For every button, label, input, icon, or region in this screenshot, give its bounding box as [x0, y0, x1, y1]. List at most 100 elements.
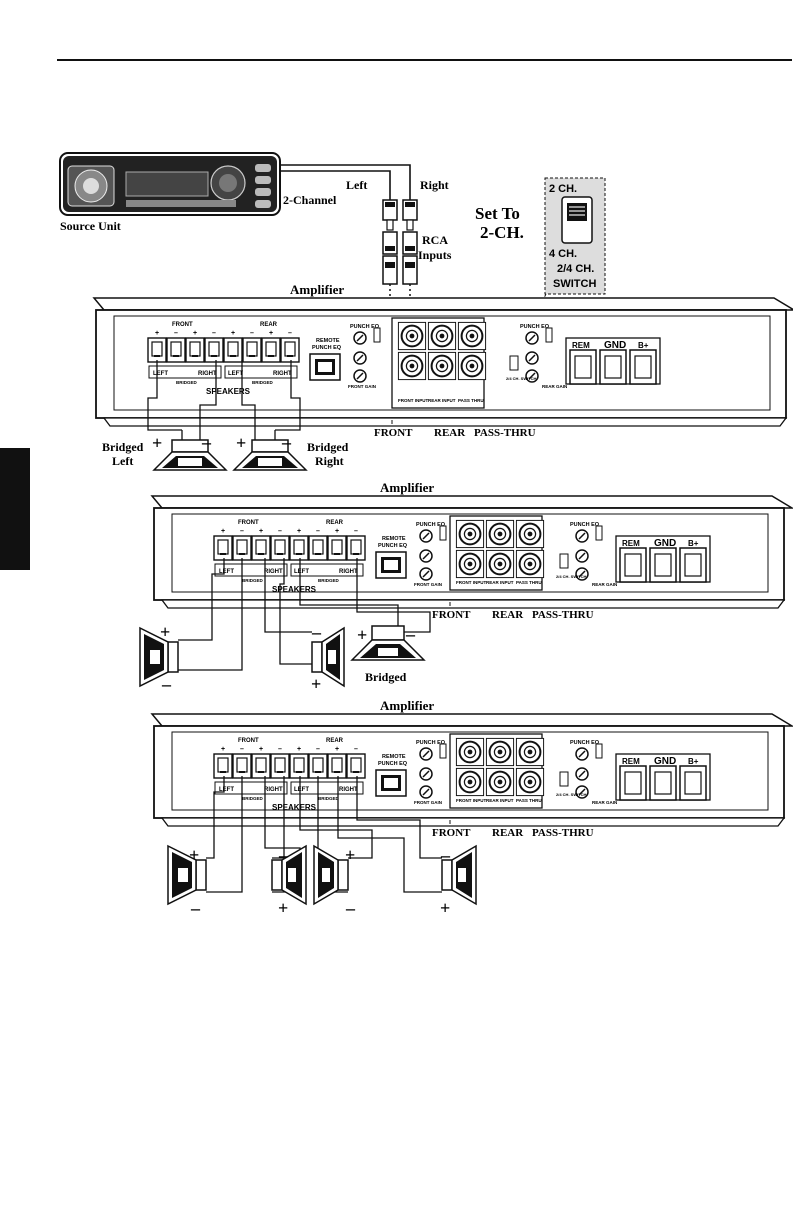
speaker-terminal[interactable] — [251, 753, 271, 779]
ch-switch[interactable] — [559, 771, 569, 787]
gnd-terminal[interactable] — [649, 765, 677, 801]
polarity-plus: + — [278, 898, 288, 918]
rear-freq-knob[interactable] — [575, 549, 589, 563]
speaker-1 — [167, 844, 207, 906]
rem-terminal[interactable] — [569, 349, 597, 385]
rear-punch-eq-knob[interactable] — [525, 331, 539, 345]
rca-jack[interactable] — [457, 321, 487, 351]
front-gain-knob[interactable] — [419, 785, 433, 799]
speaker-terminal[interactable] — [185, 337, 205, 363]
rca-jack[interactable] — [455, 519, 485, 549]
speaker-terminal[interactable] — [204, 337, 224, 363]
front-freq-knob[interactable] — [419, 767, 433, 781]
rca-jack[interactable] — [455, 549, 485, 579]
speaker-terminal[interactable] — [213, 535, 233, 561]
speaker-terminal[interactable] — [308, 753, 328, 779]
polarity-minus: – — [190, 898, 201, 918]
rear-freq-knob[interactable] — [525, 351, 539, 365]
rca-jack[interactable] — [515, 519, 545, 549]
ch-switch[interactable] — [559, 553, 569, 569]
rca-jack[interactable] — [485, 767, 515, 797]
xover-switch[interactable] — [439, 525, 447, 541]
rear-jacks-label: REAR — [434, 427, 466, 439]
bridged-right-label-1: Bridged — [307, 440, 349, 454]
speaker-terminal[interactable] — [289, 535, 309, 561]
switch-2ch: 2 CH. — [549, 183, 577, 195]
rear-punch-eq-knob[interactable] — [575, 747, 589, 761]
speaker-terminal[interactable] — [346, 753, 366, 779]
switch-detail — [544, 177, 606, 295]
rca-right-label: Right — [420, 178, 449, 192]
rca-jack[interactable] — [485, 519, 515, 549]
speaker-terminal[interactable] — [270, 753, 290, 779]
rca-jack[interactable] — [427, 351, 457, 381]
rca-jack[interactable] — [397, 321, 427, 351]
remote-label: PUNCH EQ — [312, 345, 342, 351]
speaker-terminal[interactable] — [223, 337, 243, 363]
bplus-terminal[interactable] — [629, 349, 657, 385]
rem-terminal[interactable] — [619, 765, 647, 801]
terminal-polarity: + — [193, 330, 197, 337]
rca-jack[interactable] — [457, 351, 487, 381]
terminal-polarity: + — [155, 330, 159, 337]
rca-jack[interactable] — [455, 737, 485, 767]
remote-label: REMOTE — [316, 338, 340, 344]
speaker-terminal[interactable] — [213, 753, 233, 779]
speaker-front-right — [311, 626, 345, 688]
bplus-terminal[interactable] — [679, 765, 707, 801]
speaker-terminal[interactable] — [308, 535, 328, 561]
speaker-terminal[interactable] — [166, 337, 186, 363]
front-input-label: FRONT INPUT — [456, 580, 486, 585]
bplus-terminal[interactable] — [679, 547, 707, 583]
speaker-terminal[interactable] — [232, 753, 252, 779]
rear-freq-knob[interactable] — [575, 767, 589, 781]
speaker-terminal[interactable] — [261, 337, 281, 363]
punch-eq-knob[interactable] — [419, 529, 433, 543]
amp-right-label: RIGHT — [273, 371, 292, 377]
speaker-terminal[interactable] — [251, 535, 271, 561]
speaker-terminal[interactable] — [327, 753, 347, 779]
speaker-terminal[interactable] — [346, 535, 366, 561]
amp-left-label: LEFT — [153, 371, 168, 377]
source-unit — [59, 152, 281, 216]
ch-switch[interactable] — [509, 355, 519, 371]
speaker-terminal[interactable] — [280, 337, 300, 363]
xover-switch[interactable] — [373, 327, 381, 343]
speaker-terminal[interactable] — [270, 535, 290, 561]
speaker-terminal[interactable] — [147, 337, 167, 363]
punch-eq-knob[interactable] — [353, 331, 367, 345]
polarity-minus: – — [201, 432, 212, 452]
xover-switch[interactable] — [439, 743, 447, 759]
rca-jack[interactable] — [515, 737, 545, 767]
speaker-terminal[interactable] — [289, 753, 309, 779]
gnd-terminal[interactable] — [599, 349, 627, 385]
rear-xover-switch[interactable] — [545, 327, 553, 343]
speaker-terminal[interactable] — [232, 535, 252, 561]
punch-eq-knob[interactable] — [419, 747, 433, 761]
rca-jack[interactable] — [485, 737, 515, 767]
rca-jack[interactable] — [455, 767, 485, 797]
amp-bridged-label: BRIDGED — [318, 578, 340, 583]
rca-jack[interactable] — [397, 351, 427, 381]
gnd-terminal[interactable] — [649, 547, 677, 583]
rca-jack[interactable] — [515, 549, 545, 579]
rem-terminal[interactable] — [619, 547, 647, 583]
front-gain-knob[interactable] — [353, 369, 367, 383]
front-gain-knob[interactable] — [419, 567, 433, 581]
rca-jack[interactable] — [515, 767, 545, 797]
front-freq-knob[interactable] — [419, 549, 433, 563]
speaker-terminal[interactable] — [327, 535, 347, 561]
front-freq-knob[interactable] — [353, 351, 367, 365]
rear-xover-switch[interactable] — [595, 525, 603, 541]
rear-xover-switch[interactable] — [595, 743, 603, 759]
amp-left-label: LEFT — [219, 787, 234, 793]
rear-punch-eq-knob[interactable] — [575, 529, 589, 543]
rca-jack[interactable] — [485, 549, 515, 579]
speaker-terminal[interactable] — [242, 337, 262, 363]
polarity-plus: + — [160, 622, 170, 642]
remote-label: REMOTE — [382, 536, 406, 542]
rca-jack[interactable] — [427, 321, 457, 351]
terminal-polarity: – — [354, 528, 358, 535]
